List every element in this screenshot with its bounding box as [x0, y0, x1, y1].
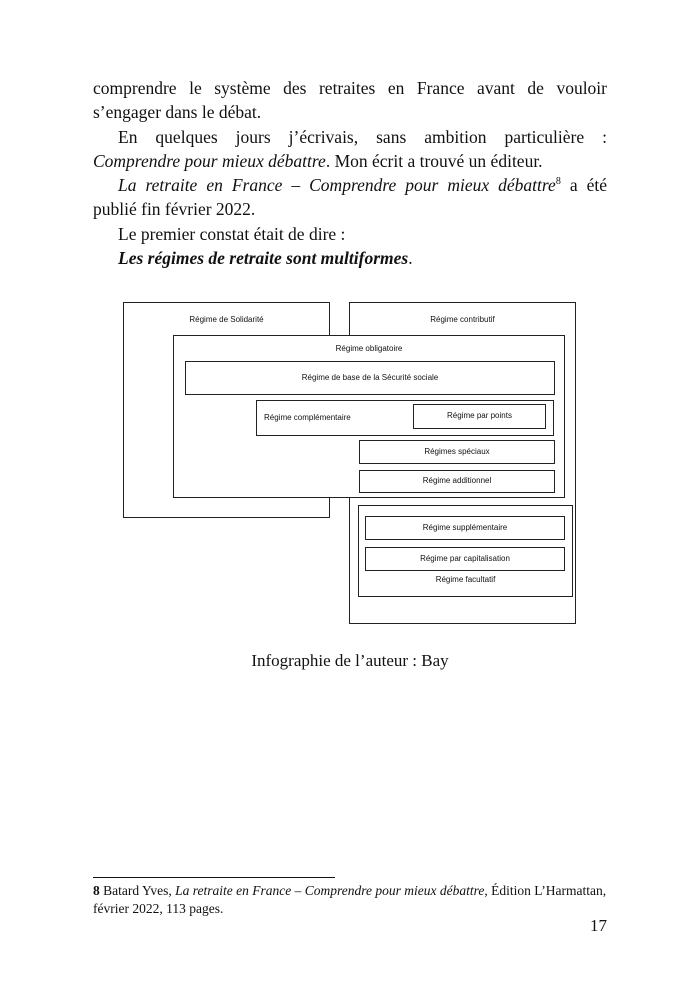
- speciaux-label: Régimes spéciaux: [424, 447, 490, 456]
- book-title-italic: La retraite en France – Comprendre pour …: [118, 175, 556, 195]
- footnote-reference: 8: [555, 176, 561, 187]
- solidarite-label: Régime de Solidarité: [189, 315, 264, 324]
- complementaire-label: Régime complémentaire: [264, 413, 351, 422]
- footnote-separator: [93, 877, 335, 878]
- supplementaire-label: Régime supplémentaire: [422, 523, 508, 532]
- capitalisation-box: [365, 547, 565, 571]
- footnote-line: février 2022, 113 pages.: [93, 901, 224, 916]
- body-line: comprendre le système des retraites en F…: [93, 78, 607, 98]
- facultatif-label: Régime facultatif: [435, 575, 496, 584]
- contributif-label: Régime contributif: [430, 315, 495, 324]
- footnote: 8 Batard Yves, La retraite en France – C…: [93, 882, 607, 918]
- body-line: Les régimes de retraite sont multiformes…: [118, 248, 413, 268]
- footnote-title: La retraite en France – Comprendre pour …: [175, 883, 485, 898]
- figure-caption: Infographie de l’auteur : Bay: [251, 651, 449, 670]
- body-line: Comprendre pour mieux débattre. Mon écri…: [93, 151, 543, 171]
- key-statement: Les régimes de retraite sont multiformes: [118, 248, 409, 268]
- body-line: publié fin février 2022.: [93, 199, 256, 219]
- footnote-line: 8 Batard Yves, La retraite en France – C…: [93, 883, 607, 898]
- supplementaire-box: [365, 516, 565, 540]
- body-line: s’engager dans le débat.: [93, 102, 262, 122]
- speciaux-box: [359, 440, 555, 464]
- base-secu-label: Régime de base de la Sécurité sociale: [301, 373, 439, 382]
- capitalisation-label: Régime par capitalisation: [420, 554, 510, 563]
- body-line: Le premier constat était de dire :: [118, 224, 346, 244]
- body-line: La retraite en France – Comprendre pour …: [118, 175, 607, 195]
- obligatoire-label: Régime obligatoire: [335, 344, 403, 353]
- additionnel-label: Régime additionnel: [422, 476, 492, 485]
- page-number: 17: [590, 916, 607, 935]
- par-points-box: [413, 404, 546, 429]
- book-title-italic: Comprendre pour mieux débattre: [93, 151, 326, 171]
- par-points-label: Régime par points: [447, 411, 512, 420]
- body-line: En quelques jours j’écrivais, sans ambit…: [118, 127, 607, 147]
- base-secu-box: [185, 361, 555, 395]
- footnote-number: 8: [93, 883, 100, 898]
- additionnel-box: [359, 470, 555, 493]
